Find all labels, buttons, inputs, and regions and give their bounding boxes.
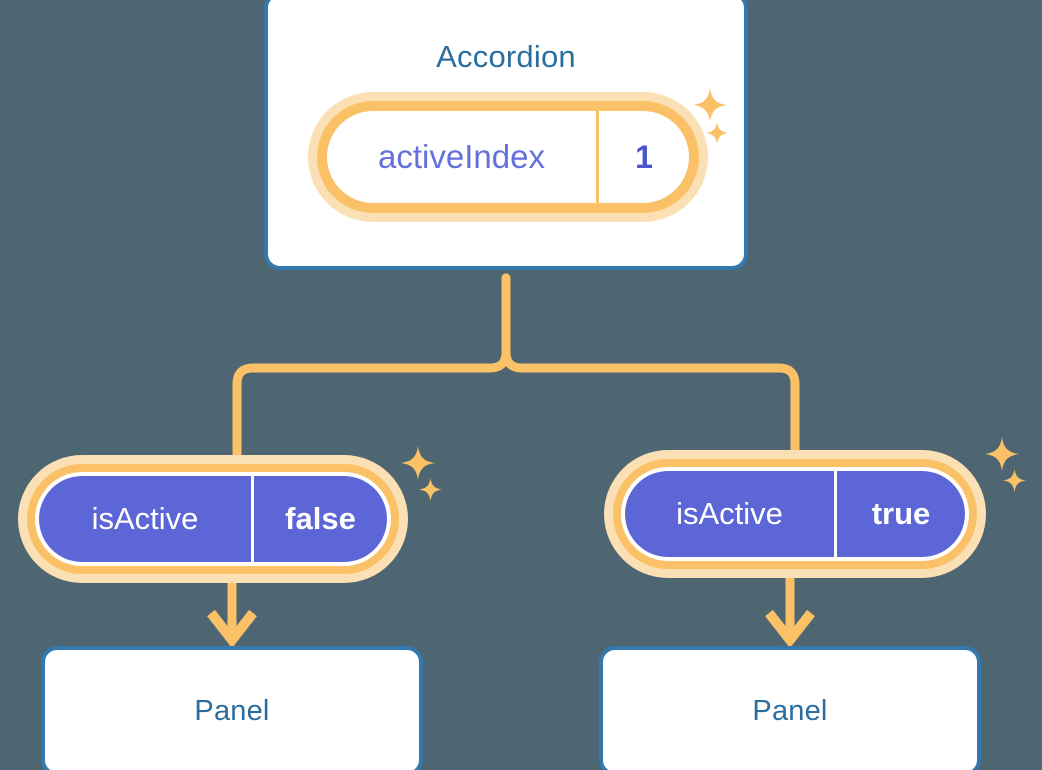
sparkle-large-icon: [693, 88, 727, 122]
pill-body: isActive false: [39, 476, 387, 562]
state-key-label: isActive: [625, 471, 837, 557]
pill-body: isActive true: [625, 471, 965, 557]
state-pill-is-active-false[interactable]: isActive false: [18, 455, 408, 583]
state-key-label: isActive: [39, 476, 254, 562]
state-key-label: activeIndex: [327, 111, 599, 203]
state-value-label: 1: [635, 138, 653, 175]
sparkle-large-icon: [401, 446, 435, 480]
state-value-label: true: [871, 496, 931, 531]
panel-title: Panel: [194, 694, 270, 727]
sparkle-small-icon: [419, 478, 442, 501]
sparkle-small-icon: [706, 122, 728, 144]
connector-root-to-right: [501, 273, 800, 455]
page-title: Accordion: [436, 39, 576, 74]
arrow-down-icon-left: [207, 609, 257, 649]
connector-root-to-left: [232, 273, 511, 460]
panel-card-right[interactable]: Panel: [599, 646, 981, 770]
panel-card-left[interactable]: Panel: [41, 646, 423, 770]
panel-title: Panel: [752, 694, 828, 727]
arrow-down-icon-right: [765, 609, 815, 649]
sparkle-small-icon: [1003, 469, 1026, 492]
state-pill-is-active-true[interactable]: isActive true: [604, 450, 986, 578]
state-value-label: false: [285, 501, 356, 536]
sparkle-large-icon: [985, 437, 1019, 471]
state-pill-active-index[interactable]: activeIndex 1: [308, 92, 708, 222]
pill-body: activeIndex 1: [327, 111, 689, 203]
